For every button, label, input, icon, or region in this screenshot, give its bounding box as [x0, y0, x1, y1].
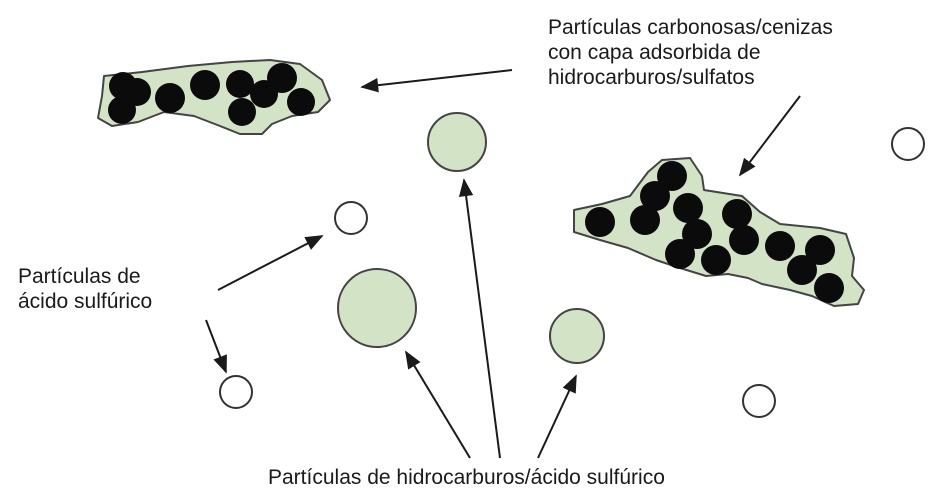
arrow-to-droplet-2	[406, 352, 470, 458]
arrow-to-droplet-3	[538, 376, 576, 458]
carbon-label-line-2: con capa adsorbida de	[548, 41, 761, 64]
arrow-to-small-cluster	[362, 70, 512, 87]
acid-label-line-2: ácido sulfúrico	[18, 290, 152, 313]
hydrocarbon-droplet-2	[338, 269, 416, 347]
arrow-to-acid-lower	[206, 320, 226, 372]
carbon-cluster-small	[98, 60, 330, 134]
acid-particle-1	[335, 202, 367, 234]
carbon-label-line-3: hidrocarburos/sulfatos	[548, 66, 755, 89]
arrow-to-acid-upper	[218, 236, 322, 290]
carbon-label-line-1: Partículas carbonosas/cenizas	[548, 16, 833, 39]
carbon-cluster-large	[574, 158, 864, 306]
arrow-to-droplet-1	[464, 180, 500, 458]
acid-label-line-1: Partículas de	[18, 265, 141, 288]
acid-particle-2	[892, 128, 924, 160]
acid-particle-4	[743, 385, 775, 417]
hydrocarbon-label: Partículas de hidrocarburos/ácido sulfúr…	[268, 466, 665, 489]
arrow-to-large-cluster	[740, 96, 800, 175]
hydrocarbon-droplet-1	[428, 113, 486, 171]
acid-particle-3	[220, 376, 252, 408]
hydrocarbon-droplet-3	[550, 309, 604, 363]
